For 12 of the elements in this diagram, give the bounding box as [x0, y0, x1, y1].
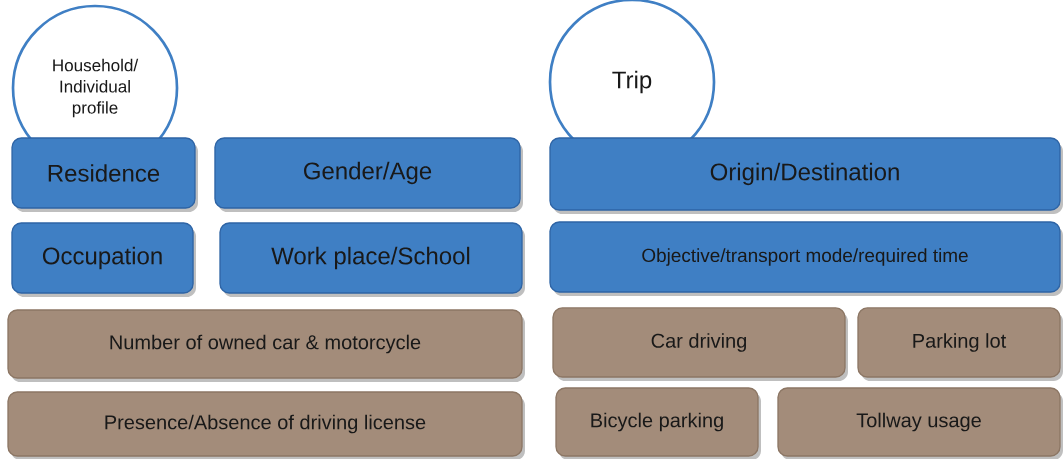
attribute-box: Tollway usage [777, 387, 1061, 457]
category-box: Occupation [11, 222, 194, 294]
attribute-box: Number of owned car & motorcycle [7, 309, 523, 379]
attribute-box: Presence/Absence of driving license [7, 391, 523, 457]
attribute-box: Car driving [552, 307, 846, 378]
category-box: Work place/School [219, 222, 523, 294]
attribute-box: Bicycle parking [555, 387, 759, 457]
category-box: Objective/transport mode/required time [549, 221, 1061, 293]
category-box: Origin/Destination [549, 137, 1061, 211]
category-box: Gender/Age [214, 137, 521, 209]
category-box: Residence [11, 137, 196, 209]
attribute-box: Parking lot [857, 307, 1061, 378]
